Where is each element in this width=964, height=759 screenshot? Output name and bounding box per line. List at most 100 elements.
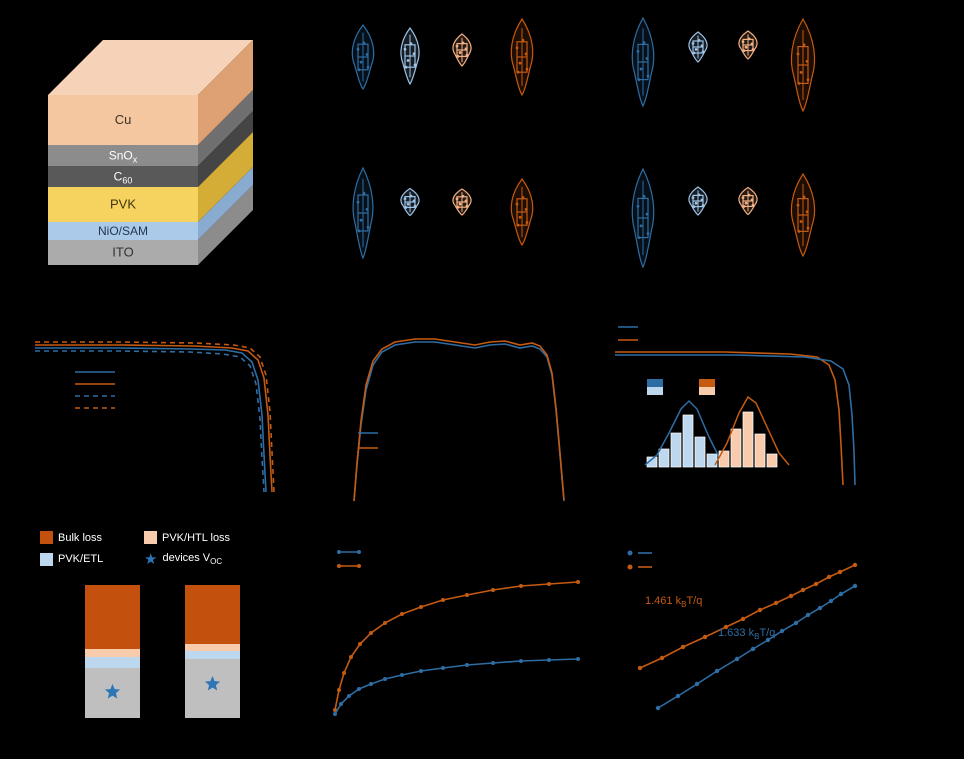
bar-segment [185, 659, 240, 718]
legend-blue-marker [337, 550, 341, 554]
bar-segment [185, 651, 240, 659]
pvk-htl-loss-swatch [144, 531, 157, 544]
voc-loss-legend: Bulk loss PVK/HTL loss PVK/ETL ★ devices… [40, 531, 266, 567]
violin-point [456, 205, 460, 209]
stack-layer-label-pvk: PVK [110, 197, 136, 212]
violin-point [455, 197, 459, 201]
violin-point [636, 50, 640, 53]
violin-point [750, 198, 754, 202]
legend-item-pvk-htl-loss: PVK/HTL loss [144, 531, 266, 544]
growth-orange-marker [383, 621, 387, 625]
violin-point [525, 221, 529, 224]
ideality-orange-marker [837, 569, 843, 575]
jv-blue-dashed [35, 350, 265, 493]
violin-point [455, 44, 459, 48]
growth-orange-marker [419, 605, 423, 609]
violin-point [700, 44, 704, 48]
stack-layer-label-ito: ITO [112, 245, 133, 260]
ideality-blue-marker [817, 605, 823, 611]
ideality-orange-marker [723, 624, 729, 630]
hist-bar [682, 414, 694, 468]
violin-point [521, 38, 525, 42]
violin-point [356, 200, 360, 204]
violin-point [464, 199, 468, 203]
violin-point [518, 215, 522, 219]
eqe-blue [353, 341, 565, 502]
violin-point [692, 205, 696, 209]
growth-orange-marker [441, 598, 445, 602]
growth-blue-marker [347, 694, 351, 698]
violin-point [524, 207, 528, 211]
growth-orange-marker [547, 582, 551, 586]
violin-point [799, 70, 803, 74]
violin-point [802, 195, 806, 199]
violin-point [694, 201, 698, 205]
violin-point [365, 208, 369, 211]
violin-point [750, 42, 754, 46]
violin-point [701, 50, 705, 54]
hist-bar [742, 411, 754, 468]
growth-blue-marker [383, 677, 387, 681]
legend-orange-marker [337, 564, 341, 568]
bar-segment [185, 644, 240, 651]
eqe-orange [353, 338, 565, 502]
growth-orange-marker [400, 612, 404, 616]
hist-bar [694, 436, 706, 468]
jv-orange [615, 351, 844, 486]
annotation-subscript: B [754, 632, 760, 642]
violin-point [406, 59, 410, 62]
violin-point [747, 193, 751, 197]
panel-jv-curves [35, 341, 275, 493]
growth-blue-marker [491, 661, 495, 665]
ideality-orange-marker [852, 562, 858, 568]
legend-label-devices-voc: devices VOC [162, 552, 222, 566]
violin-point [806, 78, 810, 82]
panel-growth-curves [333, 550, 580, 716]
bulk-loss-swatch [40, 531, 53, 544]
violin-point [521, 196, 525, 199]
violin-point [637, 236, 641, 240]
growth-orange-marker [519, 584, 523, 588]
growth-blue-marker [333, 712, 337, 716]
annotation-tail: T/q [686, 595, 703, 607]
growth-orange [334, 581, 579, 711]
ideality-blue-marker [675, 693, 681, 699]
violin-point [636, 204, 640, 208]
ideality-blue-marker [828, 598, 834, 604]
ideality-orange-marker [702, 634, 708, 640]
ideality-orange-marker [659, 655, 665, 661]
devices-voc-text: devices V [162, 552, 211, 564]
violin-point [516, 223, 520, 227]
ideality-orange-marker [740, 616, 746, 622]
violin-point [701, 204, 705, 207]
violin-point [406, 202, 410, 206]
pvk-etl-swatch [40, 552, 53, 566]
violin-point [404, 65, 408, 69]
hist-legend-swatch-bottom [647, 387, 663, 395]
stack-layer-label-cu: Cu [115, 112, 132, 127]
stack-layer-front-nio-sam [48, 222, 198, 240]
stack-layer-side-c60 [198, 111, 253, 187]
ideality-blue-marker [805, 612, 811, 618]
bar-segment [85, 657, 140, 668]
ideality-blue-marker [734, 656, 740, 662]
violin-point [802, 43, 806, 47]
hist-legend-swatch-top [647, 379, 663, 387]
annotation-value: 1.461 k [645, 595, 682, 607]
legend-item-devices-voc: ★ devices VOC [144, 552, 266, 567]
ideality-blue-marker [838, 591, 844, 597]
growth-orange-marker [337, 688, 341, 692]
violin-point [637, 78, 641, 81]
stack-layer-label-nio-sam: NiO/SAM [98, 224, 148, 238]
violin-point [646, 74, 650, 78]
growth-blue-marker [369, 682, 373, 686]
ideality-orange [639, 564, 856, 669]
panel-jv-with-histogram [615, 326, 856, 486]
legend-label-pvk-etl: PVK/ETL [58, 553, 104, 566]
violin-point [642, 195, 646, 198]
violin-point [404, 206, 408, 209]
violin-point [409, 42, 413, 46]
ideality-blue-marker [765, 637, 771, 643]
violin-point [741, 196, 745, 200]
ideality-blue-marker [750, 646, 756, 652]
